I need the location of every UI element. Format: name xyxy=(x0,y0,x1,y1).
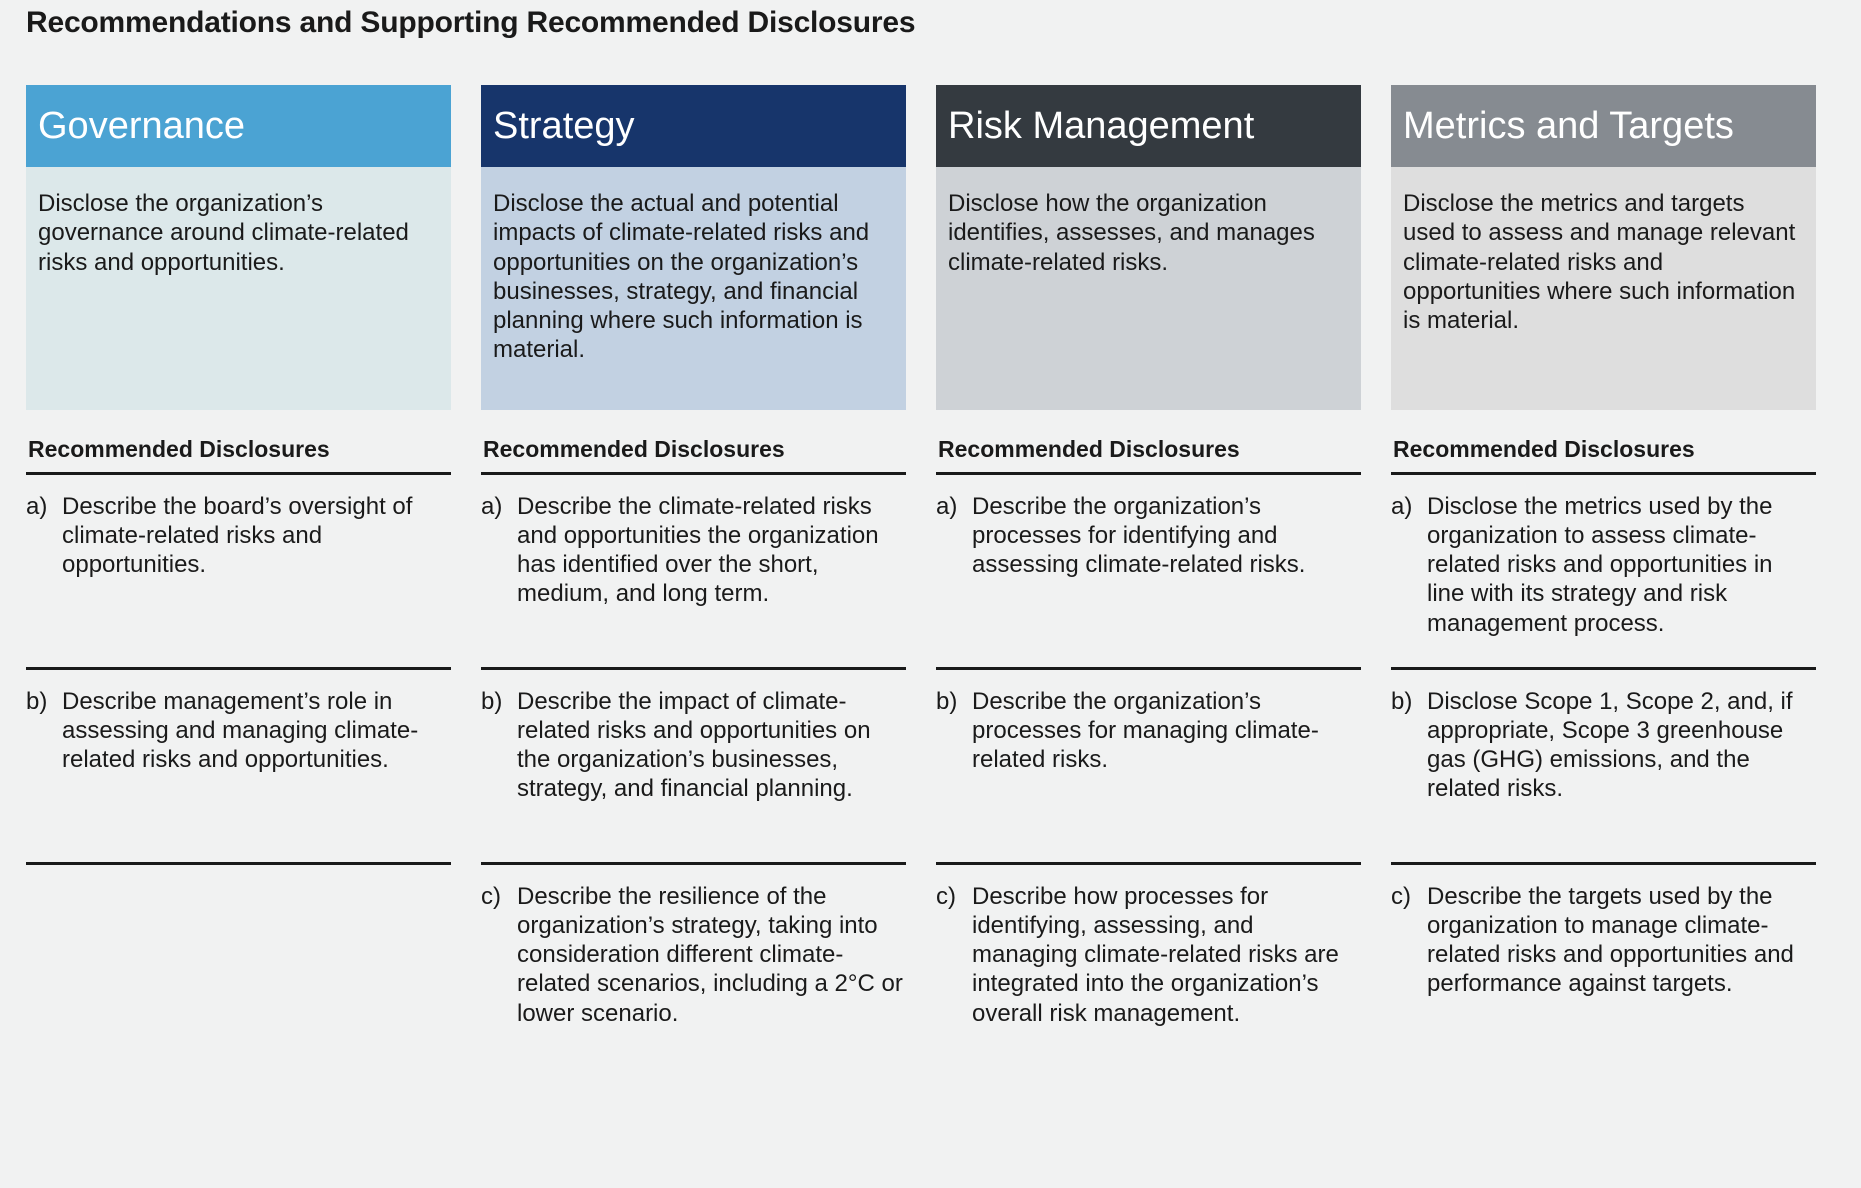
disclosure-item: c) Describe the targets used by the orga… xyxy=(1391,865,1816,1065)
disclosure-divider xyxy=(481,862,906,865)
disclosure-marker: b) xyxy=(481,688,503,715)
disclosure-marker: b) xyxy=(26,688,48,715)
disclosure-text xyxy=(62,882,451,1065)
disclosure-text: Describe the board’s oversight of climat… xyxy=(62,493,413,579)
disclosure-text: Disclose the metrics used by the organiz… xyxy=(1427,493,1773,637)
heading-divider xyxy=(936,472,1361,475)
disclosure-text: Describe the climate-related risks and o… xyxy=(517,493,879,608)
disclosure-list-strategy: a) Describe the climate-related risks an… xyxy=(481,475,906,1065)
disclosure-text: Describe the impact of climate-related r… xyxy=(517,688,871,803)
disclosure-marker: a) xyxy=(26,493,48,520)
disclosure-item: b) Describe the organization’s processes… xyxy=(936,670,1361,853)
column-description-governance: Disclose the organization’s governance a… xyxy=(26,167,451,410)
disclosure-item: a) Describe the climate-related risks an… xyxy=(481,475,906,658)
disclosure-text: Describe the resilience of the organizat… xyxy=(517,883,903,1027)
column-header-risk-management: Risk Management xyxy=(936,85,1361,167)
column-description-risk-management: Disclose how the organization identifies… xyxy=(936,167,1361,410)
column-header-strategy: Strategy xyxy=(481,85,906,167)
recommended-disclosures-heading: Recommended Disclosures xyxy=(483,436,785,462)
disclosure-item: a) Describe the organization’s processes… xyxy=(936,475,1361,658)
disclosure-marker: a) xyxy=(1391,493,1413,520)
column-strategy: Strategy Disclose the actual and potenti… xyxy=(481,85,906,1065)
disclosure-text: Describe management’s role in assessing … xyxy=(62,688,419,774)
column-header-label: Governance xyxy=(38,105,246,147)
disclosure-marker: c) xyxy=(481,883,501,910)
disclosure-divider xyxy=(26,667,451,670)
disclosure-divider xyxy=(481,667,906,670)
heading-divider xyxy=(1391,472,1816,475)
disclosure-marker: b) xyxy=(1391,688,1413,715)
disclosure-divider xyxy=(936,862,1361,865)
disclosure-text: Describe the targets used by the organiz… xyxy=(1427,883,1794,998)
disclosure-list-governance: a) Describe the board’s oversight of cli… xyxy=(26,475,451,1065)
disclosure-text: Describe the organization’s processes fo… xyxy=(972,493,1306,579)
disclosure-item: b) Describe management’s role in assessi… xyxy=(26,670,451,853)
pillar-columns: Governance Disclose the organization’s g… xyxy=(26,85,1836,1065)
column-header-metrics-and-targets: Metrics and Targets xyxy=(1391,85,1816,167)
disclosure-item: a) Describe the board’s oversight of cli… xyxy=(26,475,451,658)
disclosure-marker: c) xyxy=(1391,883,1411,910)
disclosure-marker: c) xyxy=(936,883,956,910)
disclosure-text: Describe the organization’s processes fo… xyxy=(972,688,1319,774)
disclosure-divider xyxy=(936,667,1361,670)
recommended-disclosures-heading: Recommended Disclosures xyxy=(28,436,330,462)
disclosure-item: b) Disclose Scope 1, Scope 2, and, if ap… xyxy=(1391,670,1816,853)
disclosure-item xyxy=(26,865,451,1065)
column-metrics-and-targets: Metrics and Targets Disclose the metrics… xyxy=(1391,85,1816,1065)
disclosure-marker: a) xyxy=(481,493,503,520)
disclosure-text: Disclose Scope 1, Scope 2, and, if appro… xyxy=(1427,688,1793,803)
disclosure-list-risk-management: a) Describe the organization’s processes… xyxy=(936,475,1361,1065)
column-header-label: Strategy xyxy=(493,105,635,147)
column-risk-management: Risk Management Disclose how the organiz… xyxy=(936,85,1361,1065)
disclosure-item: b) Describe the impact of climate-relate… xyxy=(481,670,906,853)
column-header-governance: Governance xyxy=(26,85,451,167)
disclosure-item: c) Describe how processes for identifyin… xyxy=(936,865,1361,1065)
column-description-metrics-and-targets: Disclose the metrics and targets used to… xyxy=(1391,167,1816,410)
disclosure-marker: a) xyxy=(936,493,958,520)
disclosure-divider xyxy=(26,862,451,865)
disclosure-marker: b) xyxy=(936,688,958,715)
heading-divider xyxy=(481,472,906,475)
column-governance: Governance Disclose the organization’s g… xyxy=(26,85,451,1065)
disclosure-item: a) Disclose the metrics used by the orga… xyxy=(1391,475,1816,658)
recommended-disclosures-heading: Recommended Disclosures xyxy=(1393,436,1695,462)
disclosure-text: Describe how processes for identifying, … xyxy=(972,883,1339,1027)
heading-divider xyxy=(26,472,451,475)
disclosure-divider xyxy=(1391,667,1816,670)
disclosure-list-metrics-and-targets: a) Disclose the metrics used by the orga… xyxy=(1391,475,1816,1065)
recommended-disclosures-heading: Recommended Disclosures xyxy=(938,436,1240,462)
column-header-label: Risk Management xyxy=(948,105,1255,147)
column-description-strategy: Disclose the actual and potential impact… xyxy=(481,167,906,410)
disclosure-item: c) Describe the resilience of the organi… xyxy=(481,865,906,1065)
disclosure-divider xyxy=(1391,862,1816,865)
column-header-label: Metrics and Targets xyxy=(1403,105,1734,147)
disclosure-marker xyxy=(26,882,62,1065)
page-title: Recommendations and Supporting Recommend… xyxy=(26,6,916,39)
